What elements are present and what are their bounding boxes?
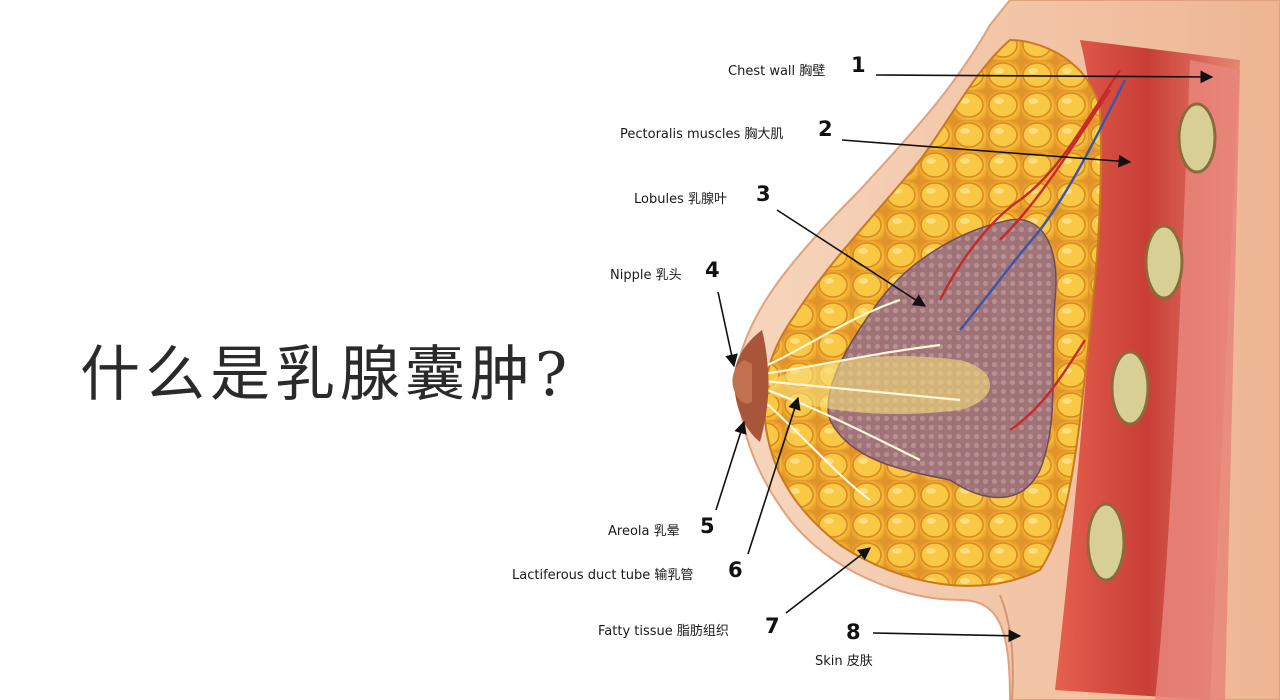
label-nipple: Nipple 乳头 — [610, 268, 682, 283]
label-number-3: 3 — [756, 182, 771, 206]
arrow-8 — [872, 629, 1022, 643]
gland-connective — [770, 356, 990, 415]
nipple — [732, 360, 752, 404]
label-number-1: 1 — [851, 53, 866, 77]
arrow-7 — [785, 547, 872, 614]
ribs — [1086, 102, 1217, 582]
label-number-8: 8 — [846, 620, 861, 644]
label-number-5: 5 — [700, 514, 715, 538]
arrow-5 — [715, 420, 747, 511]
label-chest-wall: Chest wall 胸壁 — [728, 64, 826, 79]
page-title: 什么是乳腺囊肿? — [80, 340, 573, 410]
chest-wall-layer — [1155, 60, 1240, 700]
arrow-3 — [776, 209, 927, 307]
label-lobules: Lobules 乳腺叶 — [634, 192, 727, 207]
leader-arrows — [715, 70, 1214, 643]
label-lactiferous-duct: Lactiferous duct tube 输乳管 — [512, 568, 694, 583]
arrow-2 — [841, 139, 1132, 168]
label-pectoralis: Pectoralis muscles 胸大肌 — [620, 127, 784, 142]
arrow-4 — [717, 291, 738, 368]
label-number-2: 2 — [818, 117, 833, 141]
label-number-7: 7 — [765, 614, 780, 638]
blood-vessels — [938, 69, 1127, 431]
label-number-6: 6 — [728, 558, 743, 582]
arrow-6 — [747, 396, 801, 555]
label-fatty-tissue: Fatty tissue 脂肪组织 — [598, 624, 729, 639]
label-skin: Skin 皮肤 — [815, 654, 873, 669]
arrow-1 — [875, 70, 1214, 84]
label-areola: Areola 乳晕 — [608, 524, 680, 539]
label-number-4: 4 — [705, 258, 720, 282]
